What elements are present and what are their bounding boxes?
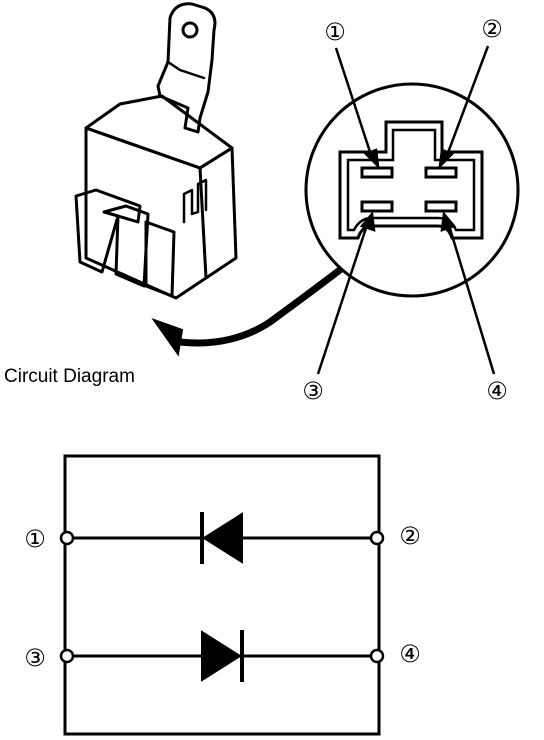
diode-1-2-triangle — [202, 512, 243, 564]
relay-connector-tab-left — [74, 188, 142, 274]
leader-line-2 — [444, 45, 490, 159]
relay-connector-tab-middle — [102, 204, 150, 288]
callout-4: ④ — [486, 377, 508, 405]
diode-3-4-triangle — [201, 630, 242, 682]
relay-connector-tab-right — [144, 220, 176, 298]
connector-face-circle — [304, 82, 520, 298]
pin-leader-lines — [316, 45, 496, 375]
circuit-diagram — [63, 454, 381, 736]
connector-pin-4 — [424, 200, 458, 213]
callout-1: ① — [324, 18, 346, 46]
circuit-diagram-caption: Circuit Diagram — [4, 366, 135, 387]
connector-outline-outer — [338, 120, 484, 240]
connector-pin-1 — [360, 166, 394, 179]
diode-1-2 — [200, 512, 243, 564]
leader-line-1 — [334, 47, 374, 159]
terminal-node-3 — [59, 648, 75, 664]
terminal-node-2 — [369, 530, 385, 546]
leader-line-3 — [316, 221, 370, 375]
circuit-frame — [63, 454, 381, 736]
callout-3: ③ — [302, 377, 324, 405]
diode-3-4 — [201, 630, 244, 682]
view-arrow — [151, 258, 354, 357]
terminal-nodes — [59, 530, 385, 664]
terminal-label-4: ④ — [399, 640, 421, 668]
terminal-node-1 — [59, 530, 75, 546]
terminal-labels: ① ② ③ ④ — [24, 522, 421, 672]
callout-2: ② — [481, 15, 503, 43]
terminal-node-4 — [369, 648, 385, 664]
mounting-hole — [181, 21, 199, 39]
relay-housing-side — [198, 146, 238, 280]
mounting-bracket — [156, 2, 217, 134]
connector-pin-2 — [424, 166, 458, 179]
connector-pin-3 — [360, 200, 394, 213]
terminal-label-3: ③ — [24, 644, 46, 672]
connector-outline-inner — [346, 128, 476, 232]
relay-unit-illustration — [74, 2, 238, 300]
relay-housing-top — [84, 94, 234, 170]
terminal-label-1: ① — [24, 525, 46, 553]
relay-side-mark — [182, 178, 208, 224]
leader-line-4 — [446, 221, 496, 375]
terminal-label-2: ② — [399, 522, 421, 550]
relay-housing-front — [84, 126, 208, 300]
connector-face-view — [304, 82, 520, 298]
connector-callouts: ① ② ③ ④ — [302, 15, 508, 405]
